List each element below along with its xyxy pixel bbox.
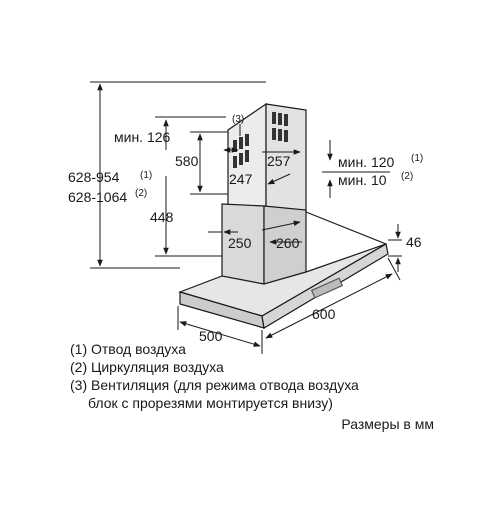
dimension-lines bbox=[90, 81, 402, 354]
dim-600: 600 bbox=[312, 306, 336, 322]
legend-line-3: (3) Вентиляция (для режима отвода воздух… bbox=[70, 377, 359, 393]
legend-line-4: блок с прорезями монтируется внизу) bbox=[88, 395, 333, 411]
vent-slots-icon bbox=[233, 112, 288, 168]
dim-260: 260 bbox=[276, 235, 300, 251]
dim-500: 500 bbox=[199, 328, 223, 344]
dim-247: 247 bbox=[229, 171, 253, 187]
dim-46: 46 bbox=[406, 234, 422, 250]
units-note: Размеры в мм bbox=[341, 416, 434, 432]
dim-min-120: мин. 120 bbox=[338, 154, 395, 170]
legend-line-1: (1) Отвод воздуха bbox=[70, 341, 186, 357]
dim-min-10-ref: (2) bbox=[401, 171, 413, 182]
dim-min-10: мин. 10 bbox=[338, 172, 387, 188]
callout-3: (3) bbox=[232, 114, 244, 125]
dim-min-120-ref: (1) bbox=[411, 153, 423, 164]
dim-628-954: 628-954 bbox=[68, 169, 120, 185]
dim-628-1064-ref: (2) bbox=[135, 188, 147, 199]
dim-min-126: мин. 126 bbox=[114, 129, 171, 145]
dim-580: 580 bbox=[175, 153, 199, 169]
legend: (1) Отвод воздуха (2) Циркуляция воздуха… bbox=[70, 340, 359, 412]
legend-line-2: (2) Циркуляция воздуха bbox=[70, 359, 224, 375]
dim-628-1064: 628-1064 bbox=[68, 189, 127, 205]
dim-448: 448 bbox=[150, 209, 174, 225]
dim-250: 250 bbox=[228, 235, 252, 251]
dim-628-954-ref: (1) bbox=[140, 170, 152, 181]
dim-257: 257 bbox=[267, 153, 291, 169]
